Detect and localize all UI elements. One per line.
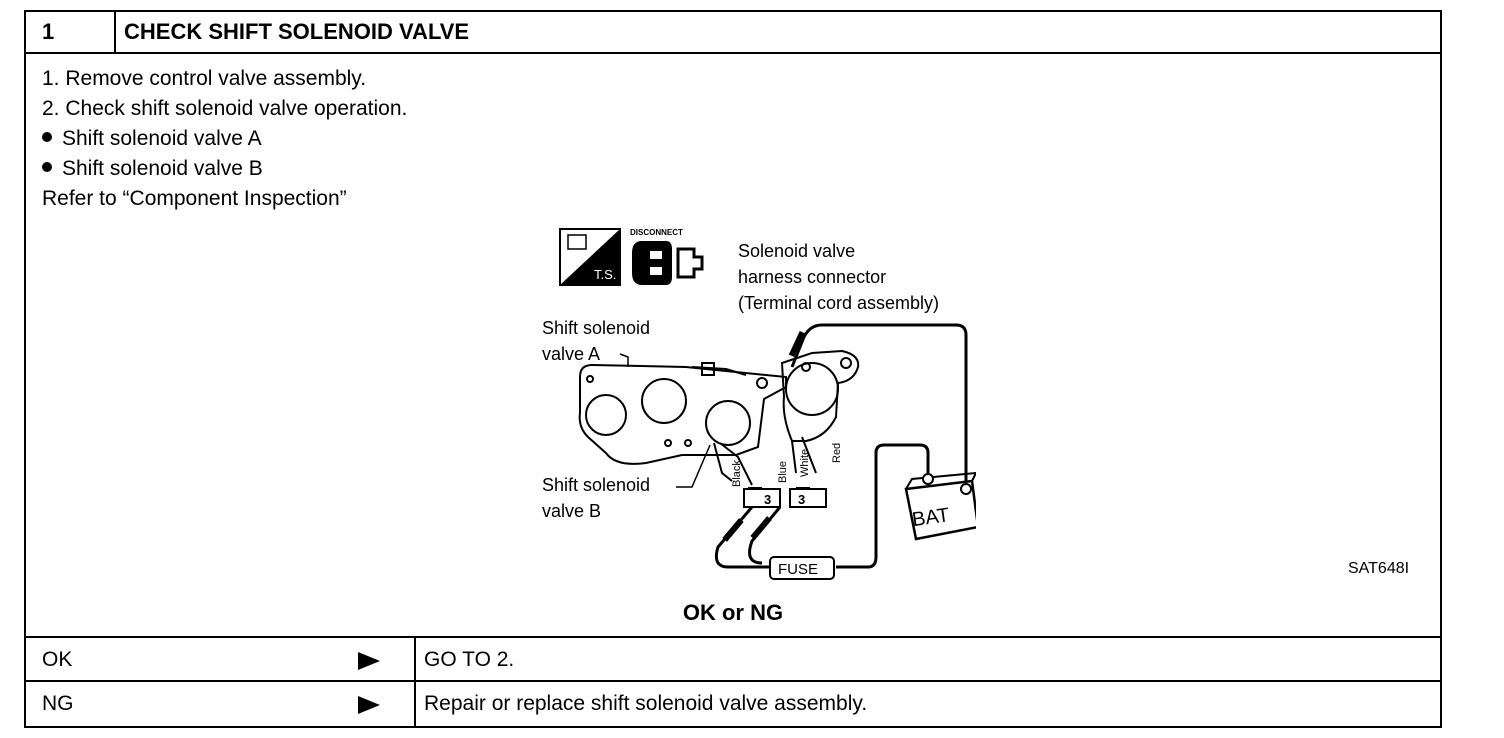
connector-label-line: harness connector xyxy=(738,267,886,287)
bullet-dot-icon xyxy=(42,162,52,173)
ts-label: T.S. xyxy=(594,267,616,282)
valve-b-label: valve B xyxy=(542,501,601,521)
terminal-connector: 3 xyxy=(789,487,827,508)
instructions: 1. Remove control valve assembly. 2. Che… xyxy=(42,64,407,214)
wire-color-label: Red xyxy=(831,443,843,463)
wire-color-label: Blue xyxy=(777,461,789,483)
connector-label-line: Solenoid valve xyxy=(738,241,855,261)
battery: BAT xyxy=(904,471,980,541)
inspection-table: 1 CHECK SHIFT SOLENOID VALVE 1. Remove c… xyxy=(24,10,1442,728)
bullet-dot-icon xyxy=(42,132,52,143)
result-row: NG Repair or replace shift solenoid valv… xyxy=(26,680,1440,726)
valve-a-label: Shift solenoid xyxy=(542,318,650,338)
valve-a-label: valve A xyxy=(542,344,600,364)
instruction-step: 2. Check shift solenoid valve operation. xyxy=(42,97,408,120)
wire-color-label: Black xyxy=(731,460,743,487)
valve-b-label: Shift solenoid xyxy=(542,475,650,495)
wire-color-label: White xyxy=(799,449,811,477)
result-question: OK or NG xyxy=(682,600,784,625)
arrow-right-icon xyxy=(358,652,380,670)
column-divider xyxy=(414,638,416,682)
test-leads xyxy=(714,323,968,569)
fuse: FUSE xyxy=(769,556,835,580)
result-action: Repair or replace shift solenoid valve a… xyxy=(424,692,868,715)
result-action: GO TO 2. xyxy=(424,648,515,671)
disconnect-icon: DISCONNECT xyxy=(630,228,704,285)
column-divider xyxy=(414,682,416,726)
battery-label: BAT xyxy=(911,504,951,531)
wiring-diagram: T.S. DISCONNECT Solenoid valve harness c… xyxy=(496,217,980,582)
diagram-svg: T.S. DISCONNECT Solenoid valve harness c… xyxy=(542,228,980,580)
fuse-label: FUSE xyxy=(778,561,818,578)
terminal-connector: 3 xyxy=(743,487,781,508)
bullet-item: Shift solenoid valve A xyxy=(42,124,407,154)
ts-icon: T.S. xyxy=(559,228,621,286)
result-label: NG xyxy=(42,692,74,715)
step-title: CHECK SHIFT SOLENOID VALVE xyxy=(124,19,470,44)
svg-text:3: 3 xyxy=(764,492,771,507)
connector-label-line: (Terminal cord assembly) xyxy=(738,293,939,313)
step-number: 1 xyxy=(26,12,116,52)
disconnect-label: DISCONNECT xyxy=(630,228,683,237)
arrow-right-icon xyxy=(358,696,380,714)
bullet-item: Shift solenoid valve B xyxy=(42,154,407,184)
instruction-step: 1. Remove control valve assembly. xyxy=(42,67,367,90)
figure-code: SAT648I xyxy=(1348,560,1410,577)
svg-text:3: 3 xyxy=(798,492,805,507)
valve-body-drawing xyxy=(578,349,860,486)
refer-note: Refer to “Component Inspection” xyxy=(42,187,347,210)
step-header: 1 CHECK SHIFT SOLENOID VALVE xyxy=(26,12,1440,54)
result-row: OK GO TO 2. xyxy=(26,636,1440,682)
result-label: OK xyxy=(42,648,73,671)
